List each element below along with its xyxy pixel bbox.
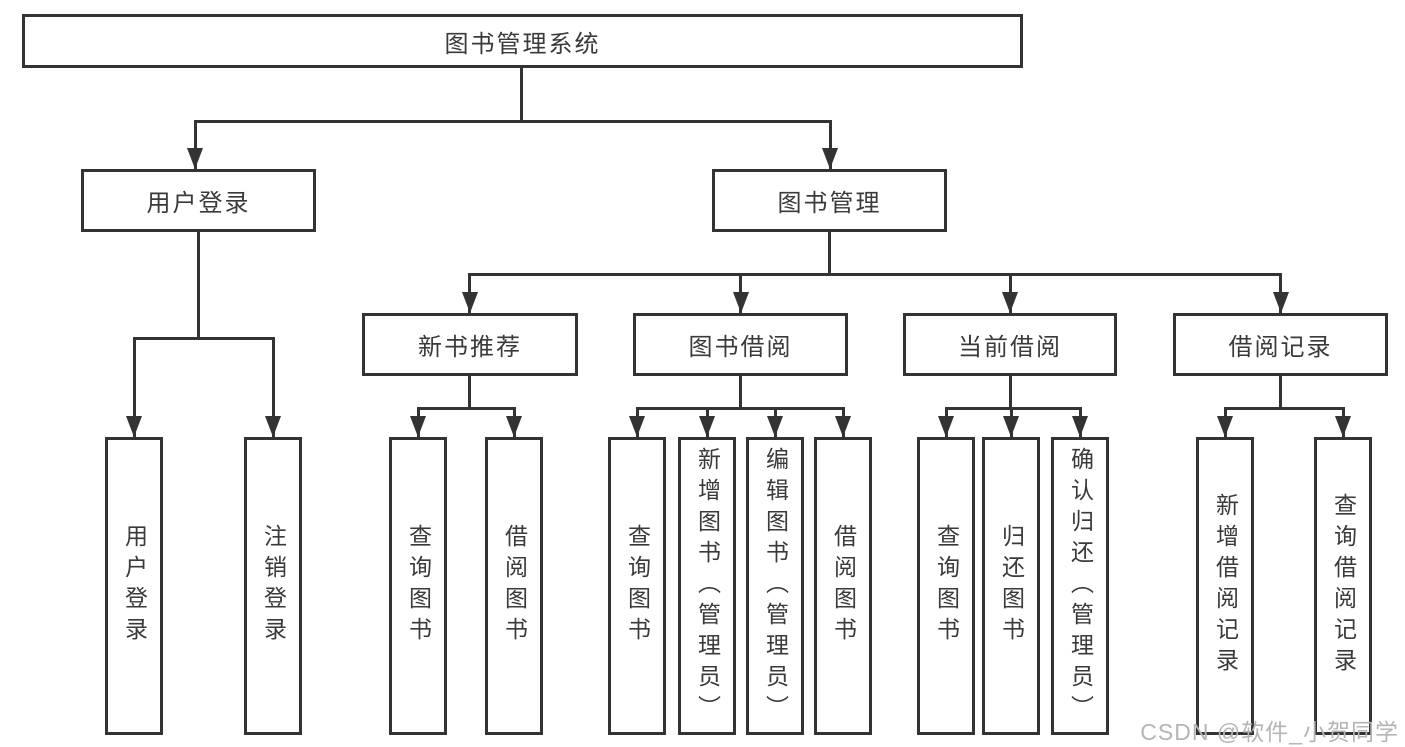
connector-line [133,337,136,437]
arrow-down-icon [733,292,749,313]
node-book-borrowing: 图书借阅 [633,313,848,376]
connector-line [945,407,1082,410]
node-label: 用户登录 [146,190,251,217]
node-label: 图书借阅 [688,334,793,361]
node-current-borrowing: 当前借阅 [903,313,1117,376]
connector-line [197,232,200,337]
connector-line [468,273,1282,276]
arrow-down-icon [1072,416,1088,437]
arrow-down-icon [1273,292,1289,313]
node-label: 图书管理系统 [444,30,601,58]
leaf-query-borrow-record: 查询借阅记录 [1314,437,1372,735]
leaf-logout: 注销登录 [244,437,302,735]
arrow-down-icon [767,416,783,437]
connector-line [468,376,471,407]
arrow-down-icon [1335,416,1351,437]
connector-line [1224,407,1345,410]
leaf-label: 新增图书（管理员） [694,446,721,726]
node-borrowing-records: 借阅记录 [1173,313,1388,376]
leaf-user-login: 用户登录 [105,437,163,735]
connector-line [636,407,845,410]
leaf-edit-books-admin: 编辑图书（管理员） [746,437,804,735]
arrow-down-icon [822,148,838,169]
node-label: 当前借阅 [958,334,1062,361]
leaf-return-books: 归还图书 [982,437,1040,735]
connector-line [1009,376,1012,407]
leaf-label: 归还图书 [998,524,1025,648]
arrow-down-icon [1217,416,1233,437]
node-book-management: 图书管理 [712,169,947,232]
node-label: 图书管理 [777,190,882,217]
leaf-label: 编辑图书（管理员） [762,446,789,726]
node-new-book-recommendation: 新书推荐 [362,313,578,376]
node-label: 新书推荐 [418,334,522,361]
leaf-label: 查询图书 [624,524,651,648]
arrow-down-icon [410,416,426,437]
arrow-down-icon [938,416,954,437]
leaf-label: 借阅图书 [501,524,528,648]
node-user-login: 用户登录 [81,169,316,232]
connector-line [272,337,275,437]
connector-line [828,232,831,273]
connector-line [1279,376,1282,407]
connector-line [829,120,832,169]
leaf-label: 注销登录 [260,524,287,648]
leaf-borrow-books-recommend: 借阅图书 [485,437,543,735]
leaf-query-books-recommend: 查询图书 [389,437,447,735]
arrow-down-icon [506,416,522,437]
leaf-label: 确认归还（管理员） [1067,446,1094,726]
leaf-confirm-return-admin: 确认归还（管理员） [1051,437,1109,735]
leaf-label: 借阅图书 [830,524,857,648]
node-label: 借阅记录 [1228,334,1333,361]
leaf-label: 查询图书 [933,524,960,648]
arrow-down-icon [629,416,645,437]
leaf-query-books-borrow: 查询图书 [608,437,666,735]
arrow-down-icon [1003,416,1019,437]
leaf-add-books-admin: 新增图书（管理员） [678,437,736,735]
arrow-down-icon [265,416,281,437]
connector-line [417,407,516,410]
arrow-down-icon [835,416,851,437]
connector-line [194,120,832,123]
arrow-down-icon [699,416,715,437]
arrow-down-icon [462,292,478,313]
arrow-down-icon [187,148,203,169]
connector-line [194,120,197,169]
connector-line [520,68,523,120]
leaf-label: 查询图书 [405,524,432,648]
leaf-label: 用户登录 [121,524,148,648]
watermark: CSDN @软件_小贺同学 [1140,719,1399,745]
arrow-down-icon [126,416,142,437]
arrow-down-icon [1002,292,1018,313]
node-library-management-system: 图书管理系统 [22,14,1023,68]
leaf-label: 新增借阅记录 [1212,493,1239,679]
leaf-add-borrow-record: 新增借阅记录 [1196,437,1254,735]
leaf-borrow-books: 借阅图书 [814,437,872,735]
connector-line [739,376,742,407]
connector-line [133,337,275,340]
leaf-query-books-current: 查询图书 [917,437,975,735]
leaf-label: 查询借阅记录 [1330,493,1357,679]
